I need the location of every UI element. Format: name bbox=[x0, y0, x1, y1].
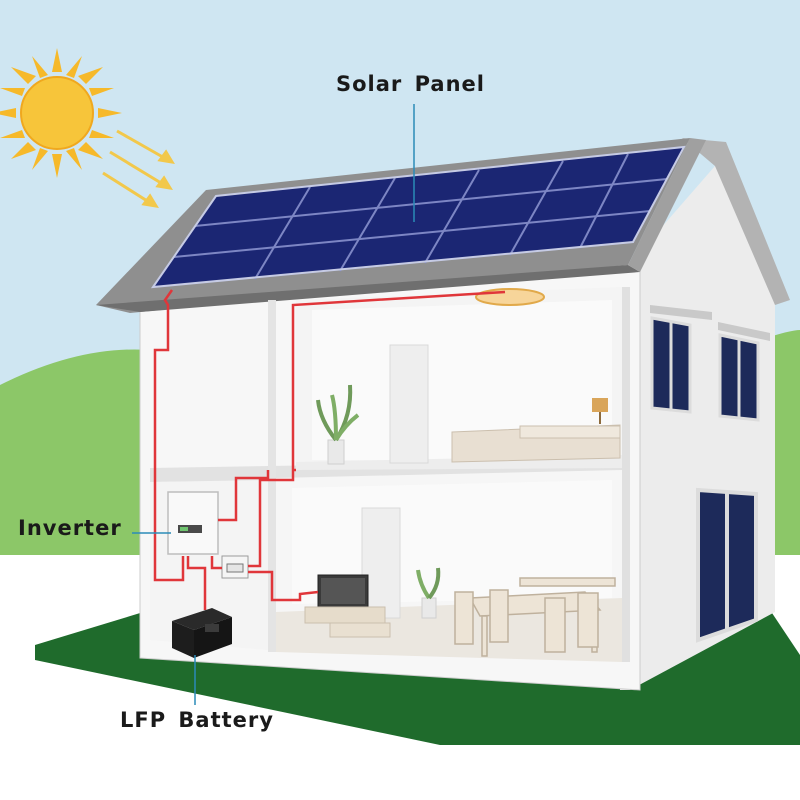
partition-wall bbox=[268, 300, 276, 652]
solar-panel-icon bbox=[150, 145, 686, 289]
sun-icon bbox=[0, 48, 122, 178]
meter-icon bbox=[221, 555, 249, 579]
inverter-label: Inverter bbox=[18, 516, 122, 540]
roof-underside bbox=[96, 265, 640, 312]
upper-room-back-wall bbox=[312, 300, 612, 460]
green-hill bbox=[0, 349, 160, 555]
battery-label: LFP Battery bbox=[120, 708, 274, 732]
tv-icon bbox=[304, 574, 391, 638]
side-windows bbox=[650, 305, 770, 643]
power-wiring bbox=[153, 289, 506, 610]
inverter-icon bbox=[167, 491, 219, 555]
upper-door bbox=[389, 344, 429, 464]
roof-side-edge bbox=[682, 138, 790, 305]
plant-lower-icon bbox=[416, 567, 441, 619]
plant-icon bbox=[316, 384, 360, 465]
battery-icon bbox=[172, 608, 232, 658]
dining-set bbox=[454, 577, 616, 657]
sun-rays bbox=[102, 129, 175, 209]
solar-panel-label: Solar Panel bbox=[336, 72, 485, 96]
ceiling-lamp-icon bbox=[475, 288, 545, 306]
partition-wall-right bbox=[622, 287, 630, 662]
leader-lines bbox=[132, 104, 415, 705]
upper-furniture bbox=[451, 398, 621, 463]
roof-gable bbox=[628, 138, 706, 272]
